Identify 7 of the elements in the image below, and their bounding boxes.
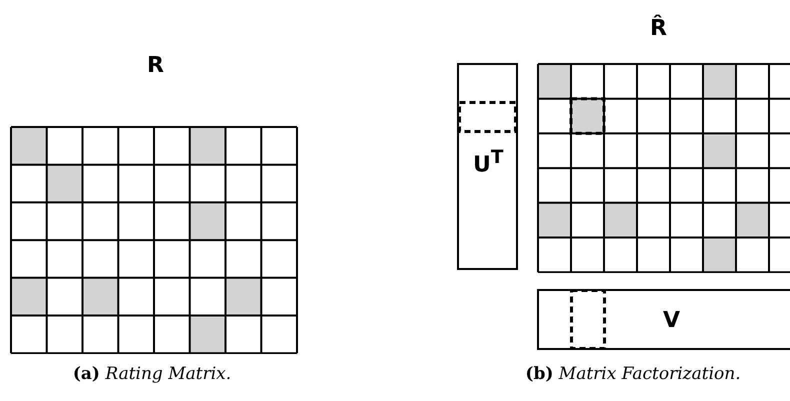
matrix-box bbox=[537, 289, 790, 350]
matrix-box bbox=[457, 63, 518, 270]
matrix-label: R bbox=[147, 55, 164, 77]
matrix-label: V bbox=[663, 310, 680, 332]
figure-caption: (b) Matrix Factorization. bbox=[525, 366, 741, 383]
matrix-label: U$^{T}$ bbox=[473, 149, 504, 176]
figure-caption: (a) Rating Matrix. bbox=[72, 366, 232, 383]
